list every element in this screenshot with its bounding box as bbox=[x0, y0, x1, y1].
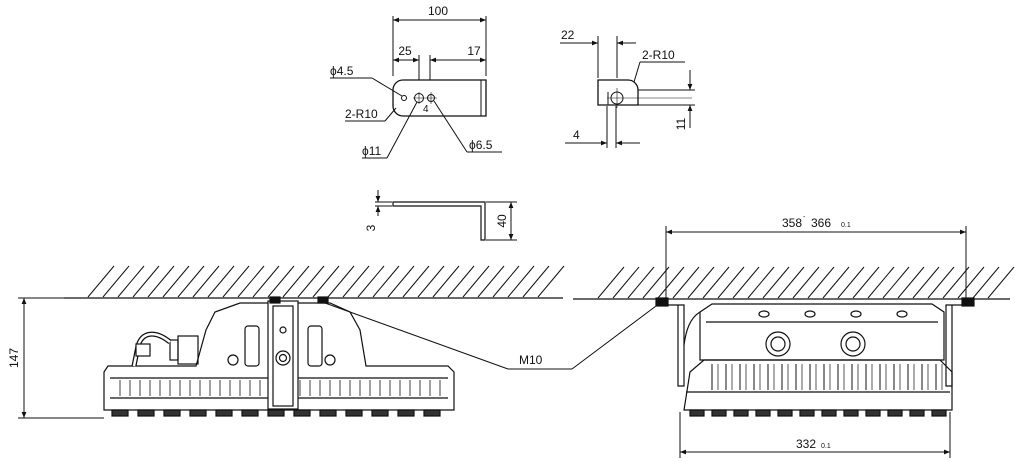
label-corner-radius-side: 2-R10 bbox=[642, 48, 675, 62]
dim-width-left: 25 bbox=[398, 44, 412, 58]
dim-top-width-alt: 366 bbox=[811, 216, 831, 230]
label-mark-4: 4 bbox=[423, 104, 429, 115]
dim-top-width-main: 358 bbox=[782, 216, 802, 230]
label-corner-radius-front: 2-R10 bbox=[345, 107, 378, 121]
dim-thickness-profile: 3 bbox=[364, 224, 378, 231]
label-m10: M10 bbox=[519, 353, 543, 367]
dim-top-width bbox=[665, 226, 967, 300]
bracket-side-view bbox=[560, 36, 695, 148]
ceiling-hatch-right bbox=[573, 266, 1015, 300]
dim-thickness-side: 4 bbox=[573, 128, 580, 142]
dim-height-side: 11 bbox=[674, 117, 688, 130]
dim-width-right: 17 bbox=[467, 44, 481, 58]
label-hole-slot: ϕ6.5 bbox=[469, 138, 493, 152]
dim-bottom-width-main: 332 bbox=[796, 437, 816, 451]
label-hole-small: ϕ4.5 bbox=[330, 64, 354, 78]
dim-offset: 22 bbox=[561, 28, 575, 42]
bracket-front-view bbox=[330, 16, 502, 159]
dim-height-147-label: 147 bbox=[7, 348, 21, 368]
dim-height-147 bbox=[18, 297, 104, 419]
m10-leader bbox=[324, 302, 661, 370]
luminaire-left-view bbox=[103, 296, 455, 417]
label-hole-center: ϕ11 bbox=[362, 144, 382, 158]
dim-width-total: 100 bbox=[428, 4, 448, 18]
dim-height-profile: 40 bbox=[495, 214, 509, 228]
bracket-profile-view bbox=[375, 190, 517, 241]
dim-bottom-width-sub: 0.1 bbox=[821, 443, 831, 450]
luminaire-right-view bbox=[655, 297, 975, 417]
dim-top-width-sup: - bbox=[803, 214, 806, 221]
ceiling-hatch-left bbox=[64, 265, 565, 299]
dim-top-width-sub: 0.1 bbox=[841, 222, 851, 229]
dim-bottom-width bbox=[679, 412, 951, 458]
